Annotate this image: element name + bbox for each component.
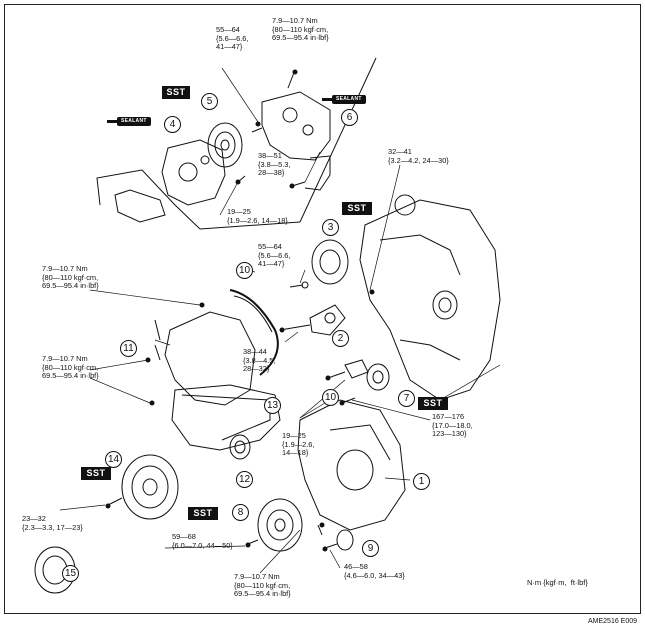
- part-number-8: 8: [232, 504, 249, 521]
- torque-55-64-top: 55—64 {5.6—6.6, 41—47}: [216, 25, 249, 52]
- crank-pulley-8: [257, 498, 303, 552]
- cam-pulley-5: [207, 122, 243, 168]
- inset-edge-bottom: [199, 221, 301, 230]
- torque-19-25-top: 19—25 {1.9—2.6, 14—18}: [227, 207, 288, 225]
- sst-badge: SST: [188, 507, 218, 520]
- part-number-14: 14: [105, 451, 122, 468]
- part-number-4: 4: [164, 116, 181, 133]
- part-number-10: 10: [236, 262, 253, 279]
- sealant-nozzle: [107, 120, 117, 123]
- inset-block: [114, 189, 166, 223]
- sealant-nozzle: [322, 98, 332, 101]
- crank-sprocket-12: [229, 434, 251, 460]
- sst-badge: SST: [162, 86, 190, 99]
- torque-7-9-left1: 7.9—10.7 Nm {80—110 kgf·cm, 69.5—95.4 in…: [42, 264, 99, 291]
- part-number-9: 9: [362, 540, 379, 557]
- damper-pulley-14: [121, 454, 179, 520]
- part-number-11: 11: [120, 340, 137, 357]
- idler-7: [366, 363, 390, 391]
- torque-167-176: 167—176 {17.0—18.0, 123—130}: [432, 412, 473, 439]
- part-number-13: 13: [264, 397, 281, 414]
- units-note: N·m {kgf·m, ft·lbf}: [527, 578, 588, 587]
- part-number-7: 7: [398, 390, 415, 407]
- torque-38-51: 38—51 {3.8—5.3, 28—38}: [258, 151, 291, 178]
- bolt-marks: [105, 69, 375, 552]
- torque-32-41: 32—41 {3.2—4.2, 24—30}: [388, 147, 449, 165]
- part-number-1: 1: [413, 473, 430, 490]
- sealant-tube: SEALANT: [322, 95, 366, 104]
- diagram-frame: [4, 4, 641, 614]
- part-number-3: 3: [322, 219, 339, 236]
- leader-lines: [59, 67, 501, 574]
- tensioner-2: [309, 304, 346, 336]
- cam-pulley-3: [311, 239, 349, 285]
- rear-cover-4: [161, 139, 226, 206]
- inset-boundary: [96, 169, 201, 230]
- part-number-5: 5: [201, 93, 218, 110]
- sst-badge: SST: [418, 397, 448, 410]
- lower-cover-1: [297, 399, 406, 531]
- rear-cover-6: [261, 91, 331, 161]
- seal-plate-13: [171, 384, 281, 451]
- engine-block: [359, 199, 501, 401]
- torque-23-32: 23—32 {2.3—3.3, 17—23}: [22, 514, 83, 532]
- sealant-label: SEALANT: [332, 95, 366, 104]
- part-number-10: 10: [322, 389, 339, 406]
- timing-belt-10: [229, 289, 279, 376]
- torque-7-9-left2: 7.9—10.7 Nm {80—110 kgf·cm, 69.5—95.4 in…: [42, 354, 99, 381]
- sealant-label: SEALANT: [117, 117, 151, 126]
- torque-7-9-bottom: 7.9—10.7 Nm {80—110 kgf·cm, 69.5—95.4 in…: [234, 572, 291, 599]
- sealant-tube: SEALANT: [107, 117, 151, 126]
- torque-7-9-top: 7.9—10.7 Nm {80—110 kgf·cm, 69.5—95.4 in…: [272, 16, 329, 43]
- figure-code: AME2516 E009: [588, 618, 638, 625]
- sst-badge: SST: [81, 467, 111, 480]
- part-number-12: 12: [236, 471, 253, 488]
- inset-edge: [299, 57, 377, 223]
- torque-46-58: 46—58 {4.6—6.0, 34—43}: [344, 562, 405, 580]
- torque-19-25-mid: 19—25 {1.9—2.6, 14—18}: [282, 431, 315, 458]
- upper-cover: [164, 311, 256, 406]
- sst-badge: SST: [342, 202, 372, 215]
- torque-38-44: 38—44 {3.8—4.5, 28—32}: [243, 347, 276, 374]
- part-number-2: 2: [332, 330, 349, 347]
- torque-59-68: 59—68 {6.0—7.0, 44—50}: [172, 532, 233, 550]
- part-9: [336, 529, 354, 551]
- part-number-6: 6: [341, 109, 358, 126]
- part-number-15: 15: [62, 565, 79, 582]
- torque-55-64-mid: 55—64 {5.6—6.6, 41—47}: [258, 242, 291, 269]
